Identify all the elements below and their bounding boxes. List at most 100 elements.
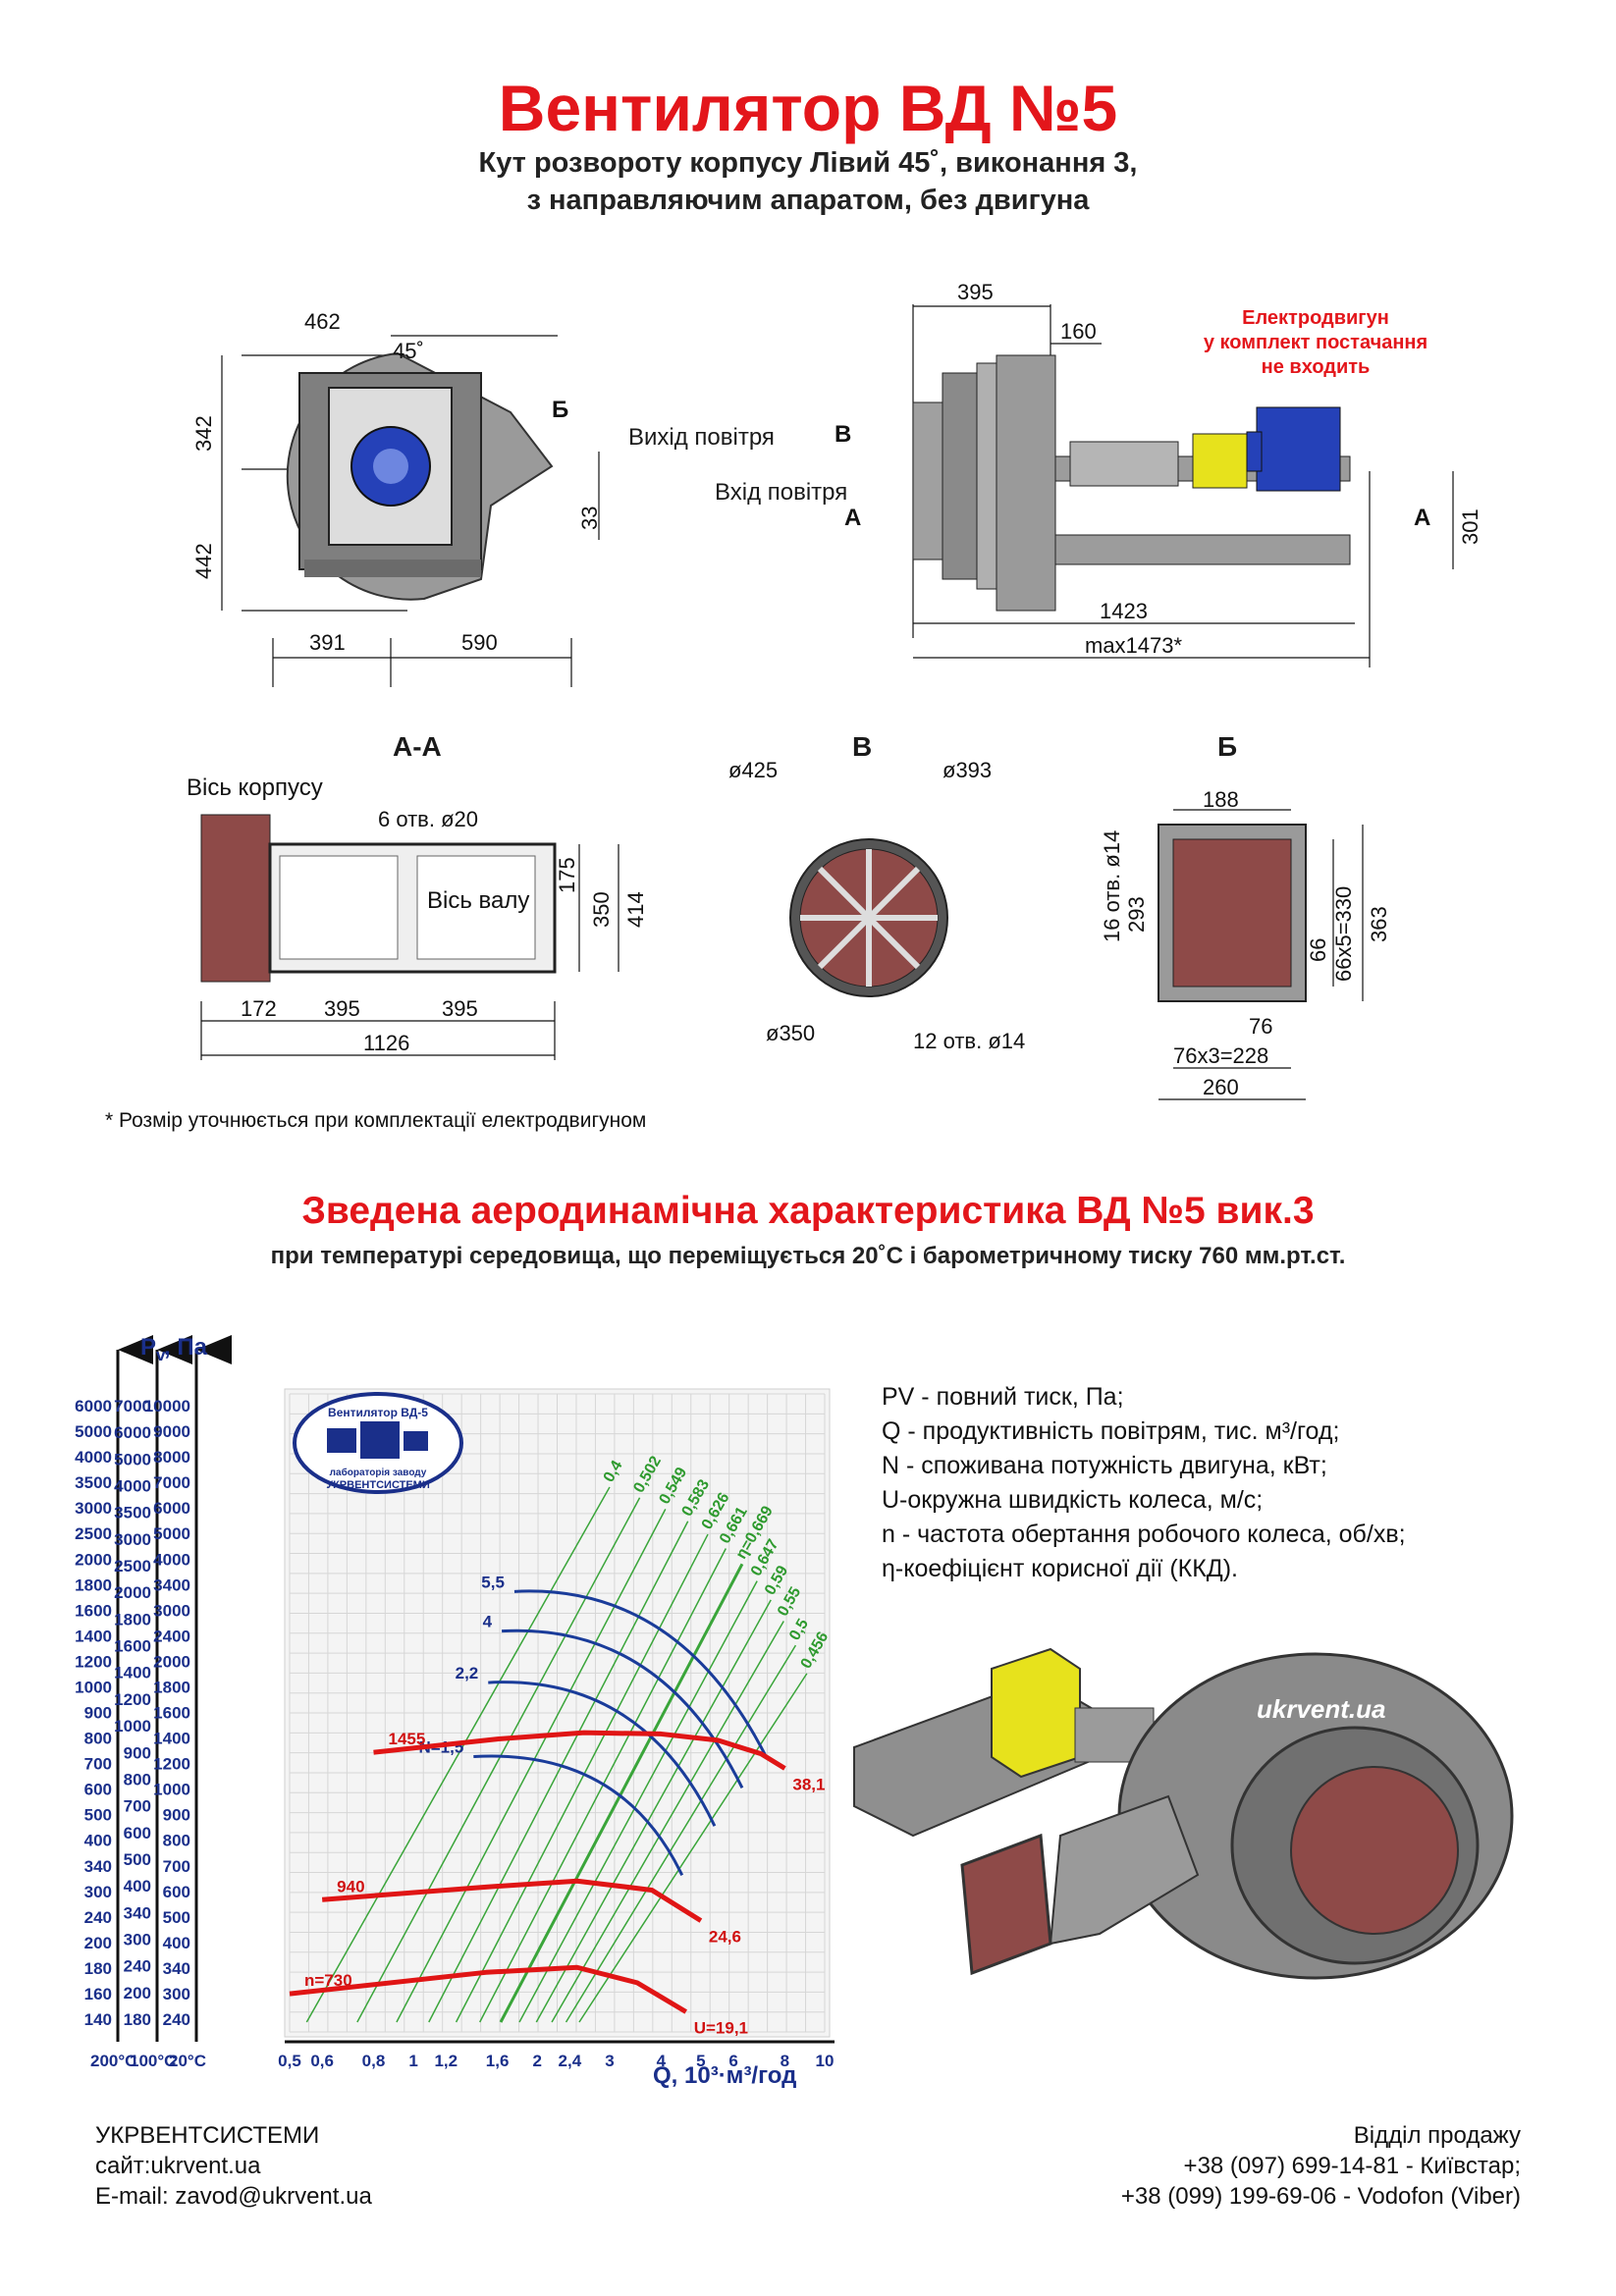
dim-b-holes: 12 отв. ø14	[913, 1029, 1025, 1053]
y-tick-label: 900	[124, 1743, 151, 1762]
y-tick-label: 2000	[114, 1583, 151, 1602]
power-label: 2,2	[456, 1664, 479, 1682]
y-tick-label: 1800	[75, 1575, 112, 1594]
x-tick-label: 0,8	[362, 2052, 386, 2070]
temperature-label: 200°С	[90, 2052, 136, 2070]
speed-curve	[321, 1878, 703, 1923]
x-tick-label: 10	[816, 2052, 835, 2070]
y-tick-label: 300	[124, 1930, 151, 1949]
efficiency-line	[499, 1563, 744, 2023]
chart-logo: Вентилятор ВД-5 лабораторія заводу УКРВЕ…	[293, 1392, 463, 1494]
footer-email[interactable]: E-mail: zavod@ukrvent.ua	[95, 2183, 372, 2210]
y-tick-label: 7000	[114, 1397, 151, 1415]
outlet-label: Вихід повітря	[628, 424, 775, 451]
y-tick-label: 240	[163, 2010, 190, 2029]
y-tick-label: 240	[84, 1908, 112, 1927]
axis-shaft-label: Вісь валу	[427, 887, 529, 914]
y-tick-label: 1800	[114, 1610, 151, 1629]
dim-front-h-down: 442	[191, 543, 216, 579]
x-tick-label: 0,5	[278, 2052, 301, 2070]
y-axis-label-sub: v	[156, 1346, 166, 1364]
footer-phone-2[interactable]: +38 (099) 199-69-06 - Vodofon (Viber)	[1120, 2183, 1521, 2210]
y-tick-label: 6000	[153, 1499, 190, 1518]
axis-body-label: Вісь корпусу	[187, 774, 323, 801]
front-view-drawing: 462 45˚ 342 442 33 391 590 Б	[191, 309, 602, 687]
y-tick-label: 2000	[153, 1652, 190, 1671]
y-tick-label: 2500	[114, 1557, 151, 1575]
y-tick-label: 180	[124, 2010, 151, 2029]
logo-line-3: УКРВЕНТСИСТЕМИ	[326, 1479, 430, 1491]
y-tick-label: 2400	[153, 1627, 190, 1645]
y-tick-label: 800	[84, 1730, 112, 1748]
x-tick-label: 4	[657, 2052, 667, 2070]
efficiency-line	[455, 1533, 709, 2023]
dim-b-d3: ø350	[766, 1021, 815, 1045]
footer-phone-1[interactable]: +38 (097) 699-14-81 - Київстар;	[1183, 2153, 1521, 2179]
dim-side-max: max1473*	[1085, 633, 1183, 658]
x-tick-label: 2,4	[559, 2052, 582, 2070]
efficiency-line	[428, 1521, 689, 2023]
dim-bb-h1: 293	[1124, 896, 1149, 933]
y-tick-label: 200	[124, 1984, 151, 2002]
efficiency-line	[551, 1621, 784, 2023]
speed-end-label: 38,1	[792, 1776, 825, 1794]
x-axis-label: Q, 10³·м³/год	[653, 2062, 796, 2089]
legend-item: η-коефіцієнт корисної дії (ККД).	[882, 1555, 1238, 1582]
inlet-label: Вхід повітря	[715, 479, 848, 506]
x-tick-label: 6	[728, 2052, 737, 2070]
y-tick-label: 180	[84, 1959, 112, 1978]
y-tick-label: 300	[163, 1985, 190, 2003]
inlet-mark: В	[835, 421, 851, 448]
size-note: * Розмір уточнюється при комплектації ел…	[105, 1109, 647, 1132]
x-tick-label: 2	[532, 2052, 541, 2070]
y-tick-label: 5000	[75, 1422, 112, 1441]
dim-front-bl: 391	[309, 630, 346, 655]
y-tick-label: 3000	[153, 1601, 190, 1620]
y-tick-label: 5000	[114, 1450, 151, 1468]
y-tick-label: 2000	[75, 1550, 112, 1569]
footer-company: УКРВЕНТСИСТЕМИ	[95, 2122, 320, 2149]
x-tick-label: 3	[605, 2052, 614, 2070]
y-tick-label: 7000	[153, 1473, 190, 1492]
x-tick-label: 8	[781, 2052, 789, 2070]
y-tick-label: 1400	[75, 1627, 112, 1645]
dim-side-top2: 160	[1060, 319, 1097, 344]
y-tick-label: 2500	[75, 1524, 112, 1543]
motor-note: Електродвигун у комплект постачання не в…	[1203, 307, 1428, 378]
y-tick-label: 4000	[114, 1477, 151, 1496]
section-aa-title: А-А	[393, 731, 442, 762]
y-tick-label: 600	[84, 1781, 112, 1799]
x-tick-label: 1	[408, 2052, 417, 2070]
y-tick-label: 160	[84, 1985, 112, 2003]
efficiency-line	[565, 1644, 797, 2023]
dim-front-h-up: 342	[191, 415, 216, 452]
dim-b-d1: ø425	[728, 758, 778, 782]
dim-aa-3: 395	[442, 996, 478, 1021]
dim-aa-2: 395	[324, 996, 360, 1021]
y-tick-label: 1000	[153, 1781, 190, 1799]
legend-item: Q - продуктивність повітрям, тис. м³/год…	[882, 1417, 1340, 1445]
footer-site[interactable]: сайт:ukrvent.ua	[95, 2153, 261, 2179]
y-tick-label: 3000	[75, 1499, 112, 1518]
legend-item: N - споживана потужність двигуна, кВт;	[882, 1452, 1327, 1479]
logo-line-2: лабораторія заводу	[330, 1467, 427, 1478]
legend-item: PV - повний тиск, Па;	[882, 1383, 1124, 1411]
x-tick-label: 1,2	[434, 2052, 458, 2070]
speed-end-label: U=19,1	[694, 2018, 748, 2037]
holes-label-aa: 6 отв. ø20	[378, 807, 478, 831]
dim-aa-1: 172	[241, 996, 277, 1021]
chart-section-subtitle: при температурі середовища, що переміщує…	[270, 1243, 1346, 1269]
y-tick-label: 600	[124, 1824, 151, 1842]
speed-label: 1455	[389, 1730, 426, 1748]
speed-end-label: 24,6	[709, 1928, 741, 1947]
dim-bb-h2: 66	[1306, 938, 1330, 962]
y-tick-label: 1400	[153, 1730, 190, 1748]
logo-line-1: Вентилятор ВД-5	[328, 1406, 428, 1419]
dim-bb-h3: 66x5=330	[1331, 886, 1356, 982]
y-tick-label: 340	[84, 1857, 112, 1876]
dim-bb-holes: 16 отв. ø14	[1100, 830, 1124, 942]
chart-legend: PV - повний тиск, Па; Q - продуктивність…	[882, 1380, 1569, 1586]
y-axis-label-unit: , Па	[164, 1334, 208, 1361]
